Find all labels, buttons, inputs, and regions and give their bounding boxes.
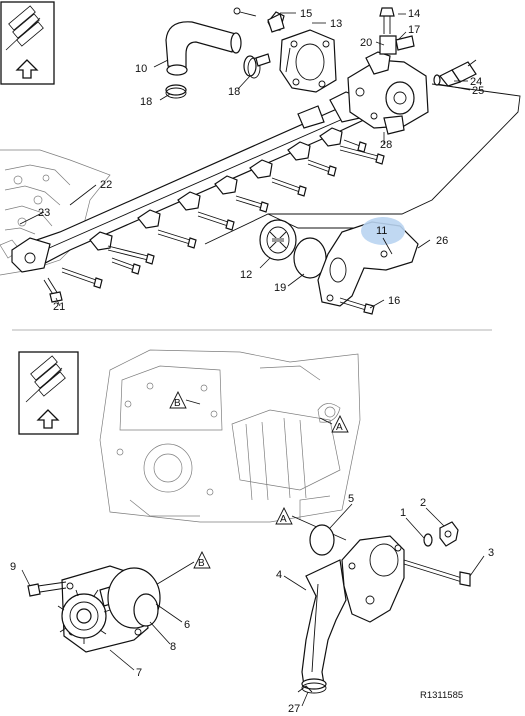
bolt-9 [27,581,67,597]
callout-2: 2 [420,497,426,509]
lower-callouts: 5 2 1 3 9 6 8 7 4 27 [10,493,494,715]
callout-21: 21 [53,301,65,313]
bolt-16 [339,297,375,315]
coolant-manifold [11,91,369,273]
callout-27: 27 [288,703,300,715]
svg-text:B: B [174,398,181,409]
callout-13: 13 [330,18,342,30]
upper-leaders [19,12,471,309]
callout-9: 9 [10,561,16,573]
callout-17: 17 [408,24,420,36]
view-marker-a-block [331,414,349,433]
lower-orientation-box [18,351,79,435]
plug-15 [267,13,285,33]
engine-orientation-icon-lower [25,355,66,403]
callout-25: 25 [472,85,484,97]
lower-leaders [21,503,485,707]
highlighted-callout-11 [361,217,405,245]
callout-11: 11 [376,225,387,237]
sensor-24 [433,59,477,87]
view-marker-a-part [275,506,293,525]
callout-12: 12 [240,269,252,281]
thermostat-housing-13 [279,29,337,93]
o-ring-5 [309,524,335,556]
callout-18-left: 18 [140,96,152,108]
view-marker-b-block [169,390,187,409]
callout-22: 22 [100,179,112,191]
svg-text:A: A [280,514,287,525]
engine-block-front-sketch [99,349,361,523]
manifold-ports [89,127,343,251]
callout-3: 3 [488,547,494,559]
water-pump-7 [57,565,149,653]
manifold-bolts [43,139,385,303]
thermostat-12 [259,219,297,261]
callout-7: 7 [136,667,142,679]
svg-text:A: A [336,422,343,433]
callout-5: 5 [348,493,354,505]
up-arrow-icon [15,59,39,79]
callout-6: 6 [184,619,190,631]
svg-text:B: B [198,558,205,569]
seal-ring-8 [133,593,159,627]
figure-reference-code: R1311585 [420,690,463,701]
washer-1-bolt-2 [423,521,459,547]
upper-callouts: 15 13 14 17 20 10 24 25 18 18 28 22 23 1… [38,8,484,313]
callout-20: 20 [360,37,372,49]
callout-19: 19 [274,282,286,294]
pump-head-block [347,51,429,135]
callout-15: 15 [300,8,312,20]
callout-1: 1 [400,507,406,519]
outlet-housing [341,535,405,623]
pump-impeller [57,589,111,644]
banjo-bolt-14 [379,7,395,34]
coolant-pipe-4 [297,559,347,694]
engine-orientation-icon [5,5,44,51]
callout-26: 26 [436,235,448,247]
hose-clamp-27 [301,682,327,694]
callout-18-right: 18 [228,86,240,98]
fitting-17-20 [379,35,415,55]
callout-4: 4 [276,569,282,581]
callout-8: 8 [170,641,176,653]
callout-23: 23 [38,207,50,219]
callout-14: 14 [408,8,420,20]
callout-10: 10 [135,63,147,75]
upper-orientation-box [0,1,55,85]
callout-28: 28 [380,139,392,151]
lower-panel: B A A B [10,349,494,715]
callout-16: 16 [388,295,400,307]
up-arrow-icon-lower [36,409,60,429]
callout-24: 24 [470,76,482,88]
hose-10 [165,21,242,76]
upper-panel: 15 13 14 17 20 10 24 25 18 18 28 22 23 1… [0,1,521,315]
bolt-3 [403,559,471,587]
view-marker-b-part [193,550,211,569]
